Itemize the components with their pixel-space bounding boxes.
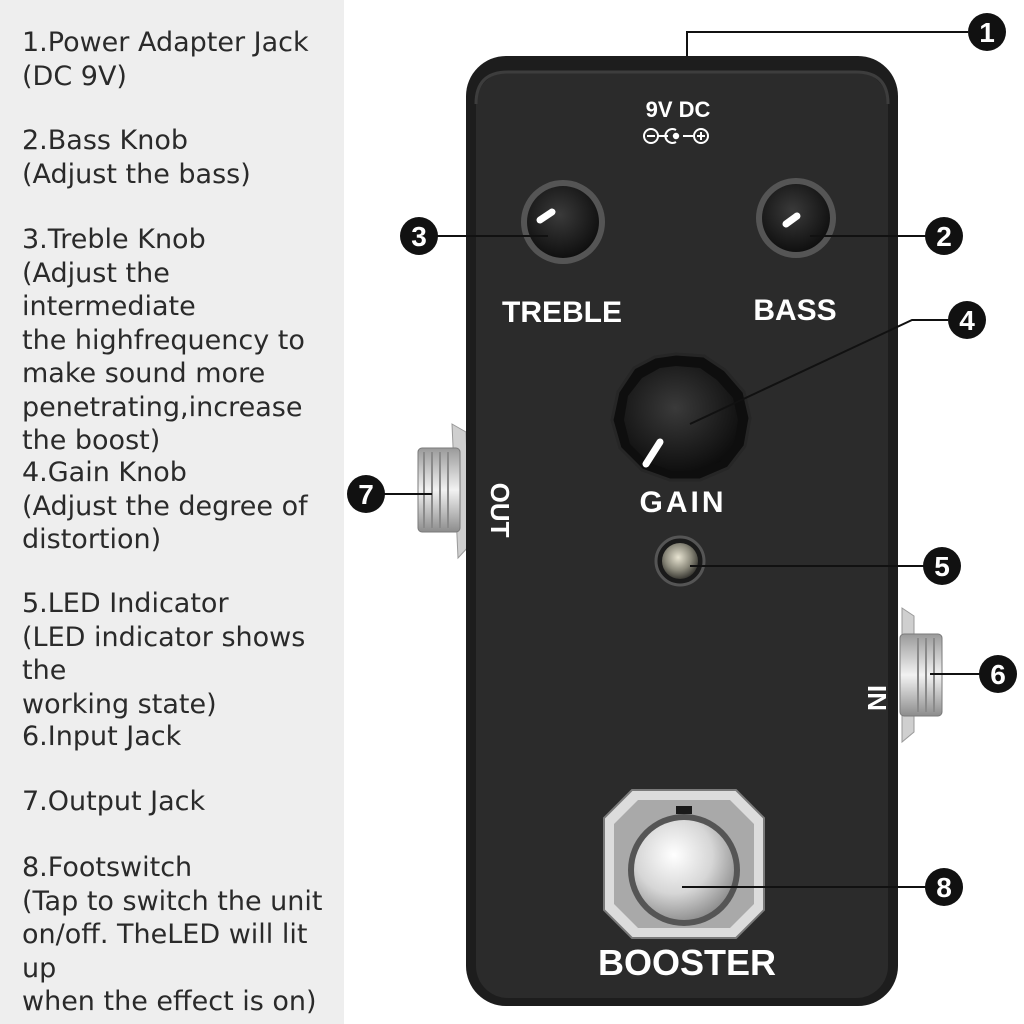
callout-badge-8: 8 bbox=[925, 868, 963, 906]
description-treble-knob: 3.Treble Knob (Adjust the intermediate t… bbox=[22, 223, 344, 458]
description-panel: 1.Power Adapter Jack (DC 9V) 2.Bass Knob… bbox=[0, 0, 344, 1024]
callout-line-1 bbox=[686, 31, 968, 56]
description-power-jack: 1.Power Adapter Jack (DC 9V) bbox=[22, 26, 309, 93]
bass-knob[interactable] bbox=[756, 178, 836, 258]
callout-badge-7: 7 bbox=[347, 475, 385, 513]
description-bass-knob: 2.Bass Knob (Adjust the bass) bbox=[22, 124, 251, 191]
description-gain-knob: 4.Gain Knob (Adjust the degree of distor… bbox=[22, 456, 308, 557]
description-title: 5.LED Indicator bbox=[22, 588, 229, 619]
footswitch-slot bbox=[676, 806, 692, 814]
callout-number: 5 bbox=[934, 551, 950, 582]
description-footswitch: 8.Footswitch (Tap to switch the unit on/… bbox=[22, 851, 344, 1019]
callout-badge-5: 5 bbox=[923, 547, 961, 585]
description-detail: (Adjust the degree of distortion) bbox=[22, 490, 308, 556]
description-detail: (Tap to switch the unit on/off. TheLED w… bbox=[22, 885, 323, 1018]
description-detail: (LED indicator shows the working state) bbox=[22, 621, 306, 720]
in-label: IN bbox=[862, 685, 892, 711]
description-title: 6.Input Jack bbox=[22, 721, 182, 752]
gain-indicator bbox=[642, 438, 664, 468]
callout-badge-1: 1 bbox=[968, 13, 1006, 51]
description-output-jack: 7.Output Jack bbox=[22, 785, 205, 819]
callout-number: 7 bbox=[358, 479, 374, 510]
treble-indicator bbox=[536, 208, 556, 224]
description-led: 5.LED Indicator (LED indicator shows the… bbox=[22, 587, 344, 721]
pedal-body bbox=[466, 56, 898, 1006]
description-detail: (Adjust the intermediate the highfrequen… bbox=[22, 257, 305, 457]
footswitch[interactable] bbox=[603, 789, 765, 939]
callout-badge-4: 4 bbox=[948, 301, 986, 339]
polarity-icon bbox=[643, 128, 709, 144]
description-title: 3.Treble Knob bbox=[22, 224, 206, 255]
description-detail: (Adjust the bass) bbox=[22, 158, 251, 190]
description-detail: (DC 9V) bbox=[22, 60, 127, 92]
callout-number: 1 bbox=[979, 17, 995, 48]
description-title: 7.Output Jack bbox=[22, 786, 206, 817]
callout-number: 4 bbox=[959, 305, 975, 336]
bass-label: BASS bbox=[753, 294, 836, 327]
description-title: 8.Footswitch bbox=[22, 852, 193, 883]
description-input-jack: 6.Input Jack bbox=[22, 720, 181, 754]
description-title: 4.Gain Knob bbox=[22, 457, 187, 488]
bass-indicator bbox=[782, 212, 801, 228]
pedal-name-label: BOOSTER bbox=[598, 942, 776, 983]
output-jack[interactable] bbox=[417, 423, 471, 560]
callout-number: 8 bbox=[936, 872, 952, 903]
gain-label: GAIN bbox=[640, 486, 727, 519]
input-jack[interactable] bbox=[899, 607, 943, 744]
power-label: 9V DC bbox=[646, 97, 711, 122]
treble-knob[interactable] bbox=[521, 180, 605, 264]
power-jack[interactable]: 9V DC bbox=[643, 97, 711, 144]
description-title: 2.Bass Knob bbox=[22, 125, 189, 156]
callout-number: 3 bbox=[411, 221, 427, 252]
treble-label: TREBLE bbox=[502, 296, 622, 329]
out-label: OUT bbox=[485, 483, 515, 538]
led-indicator bbox=[654, 535, 706, 587]
callout-line-4 bbox=[689, 319, 948, 425]
callout-number: 6 bbox=[990, 659, 1006, 690]
gain-knob[interactable] bbox=[610, 352, 752, 482]
description-title: 1.Power Adapter Jack bbox=[22, 27, 309, 58]
callout-lines bbox=[384, 31, 980, 888]
callout-badge-2: 2 bbox=[925, 217, 963, 255]
callout-badge-3: 3 bbox=[400, 217, 438, 255]
callout-number: 2 bbox=[936, 221, 952, 252]
callout-badge-6: 6 bbox=[979, 655, 1017, 693]
